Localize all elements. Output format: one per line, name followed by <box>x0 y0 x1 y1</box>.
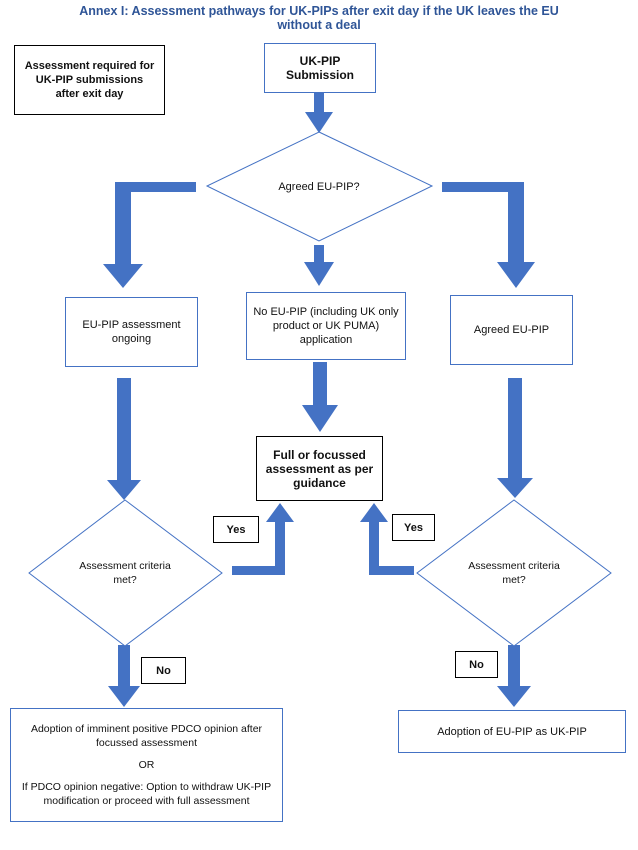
arrow-decision-to-right <box>442 182 535 288</box>
arrow-start-to-decision <box>305 92 333 133</box>
note-text: Assessment required for UK-PIP submissio… <box>24 60 155 100</box>
right-process-box: Agreed EU-PIP <box>450 295 573 365</box>
diagram-title: Annex I: Assessment pathways for UK-PIPs… <box>0 4 638 32</box>
no-label-left: No <box>141 657 186 684</box>
diagram-title-line2: without a deal <box>277 18 361 32</box>
left-process-box: EU-PIP assessment ongoing <box>65 297 198 367</box>
arrow-left-to-decision <box>107 378 141 500</box>
bottom-left-line3: If PDCO opinion negative: Option to with… <box>21 781 272 807</box>
start-box: UK-PIP Submission <box>264 43 376 93</box>
start-text: UK-PIP Submission <box>285 54 354 82</box>
decision-diamond-right <box>416 499 612 647</box>
bottom-left-or: OR <box>138 759 155 771</box>
bottom-right-text: Adoption of EU-PIP as UK-PIP <box>437 725 587 738</box>
yes-label-left: Yes <box>213 516 259 543</box>
bottom-right-outcome-box: Adoption of EU-PIP as UK-PIP <box>398 710 626 753</box>
diagram-title-line1: Annex I: Assessment pathways for UK-PIPs… <box>79 4 559 18</box>
note-box: Assessment required for UK-PIP submissio… <box>14 45 165 115</box>
center-assessment-text: Full or focussed assessment as per guida… <box>265 447 374 490</box>
left-process-text: EU-PIP assessment ongoing <box>82 319 181 345</box>
arrow-decision-to-middle <box>304 245 334 286</box>
bottom-left-outcome-box: Adoption of imminent positive PDCO opini… <box>10 708 283 822</box>
arrow-right-to-decision <box>497 378 533 498</box>
middle-process-box: No EU-PIP (including UK only product or … <box>246 292 406 360</box>
decision-diamond-agreed <box>205 131 434 242</box>
arrow-no-right <box>497 645 531 707</box>
arrow-decision-to-left <box>103 182 196 288</box>
arrow-yes-left <box>232 503 294 575</box>
arrow-no-left <box>108 645 140 707</box>
no-label-right: No <box>455 651 498 678</box>
right-process-text: Agreed EU-PIP <box>473 324 550 336</box>
arrow-middle-to-center <box>302 362 338 432</box>
decision-right-label: Assessment criteria met? <box>468 560 560 586</box>
arrow-yes-right <box>360 503 414 575</box>
middle-process-text: No EU-PIP (including UK only product or … <box>253 306 399 346</box>
center-assessment-box: Full or focussed assessment as per guida… <box>256 436 383 501</box>
yes-label-right: Yes <box>392 514 435 541</box>
decision-left-label: Assessment criteria met? <box>79 560 171 586</box>
decision-agreed-label: Agreed EU-PIP? <box>278 181 360 193</box>
decision-diamond-left <box>28 499 223 647</box>
bottom-left-line1: Adoption of imminent positive PDCO opini… <box>30 723 263 749</box>
